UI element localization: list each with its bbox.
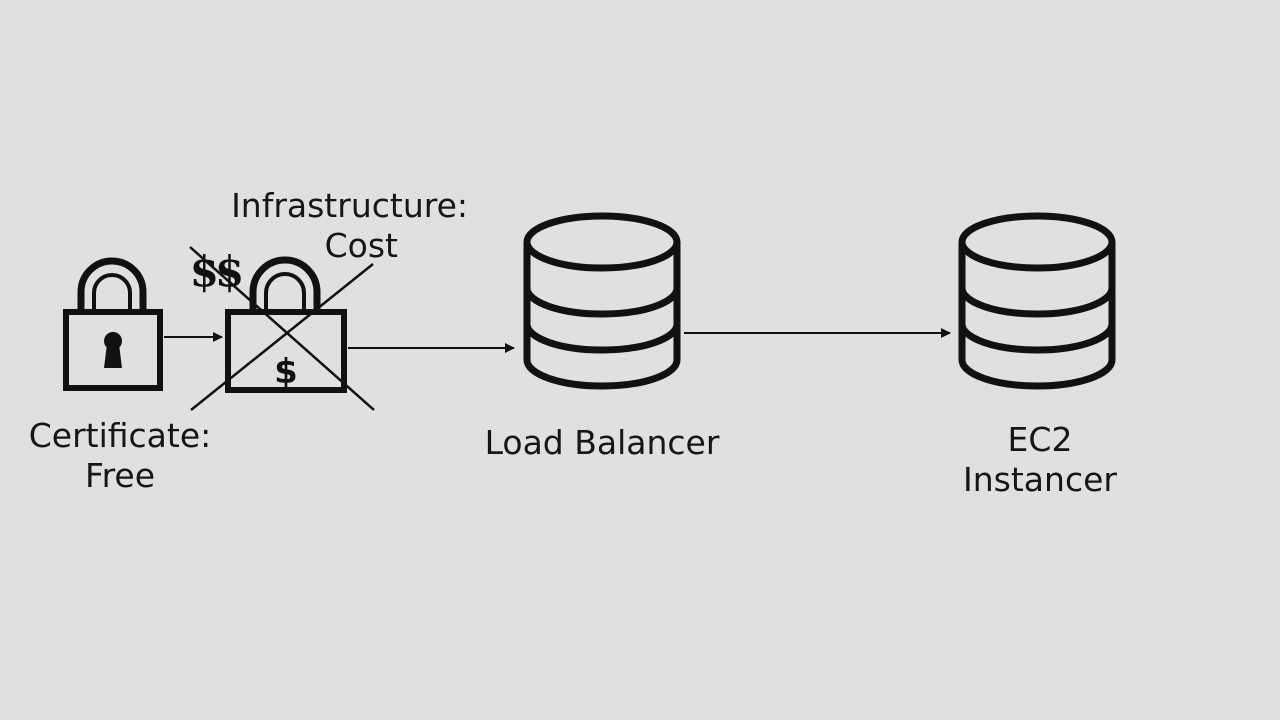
ec2-label-line2: Instancer [963, 460, 1117, 499]
infrastructure-label-line2: Cost [324, 226, 398, 265]
ec2-label-line1: EC2 [1007, 420, 1073, 459]
load-balancer-label: Load Balancer [484, 423, 720, 462]
cross-out-line [190, 263, 374, 411]
infrastructure-label: Infrastructure: Cost [218, 186, 468, 266]
database-cylinder-icon [958, 212, 1116, 390]
certificate-label-line2: Free [84, 456, 156, 495]
database-cylinder-icon [523, 212, 681, 390]
cross-out-line [189, 246, 375, 411]
padlock-dollar-mark: $ [274, 352, 298, 392]
certificate-label: Certificate: Free [20, 416, 220, 496]
infrastructure-label-line1: Infrastructure: [231, 186, 468, 225]
padlock-crossed-out-icon: $ $$ [189, 246, 375, 411]
certificate-label-line1: Certificate: [28, 416, 212, 455]
padlock-keyhole-icon [63, 257, 163, 391]
ec2-label: EC2 Instancer [940, 420, 1140, 500]
